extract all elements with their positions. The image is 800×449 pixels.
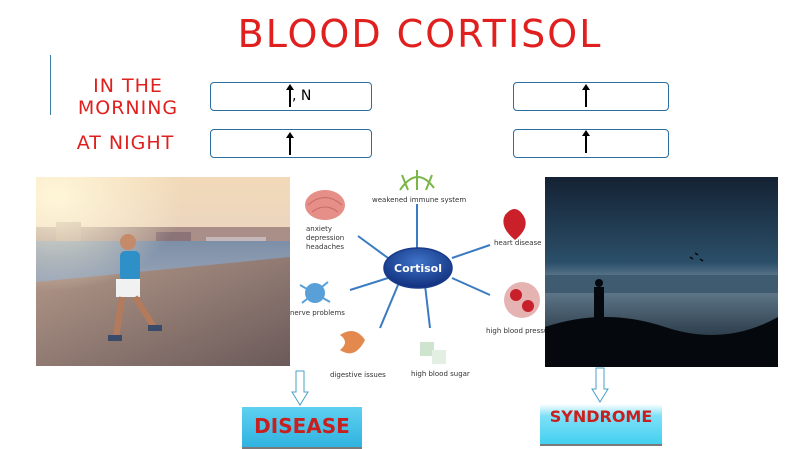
arrow-up-icon bbox=[582, 130, 590, 153]
morning-label: IN THE MORNING bbox=[77, 75, 179, 119]
down-arrow-icon bbox=[291, 370, 309, 406]
arrow-up-icon bbox=[286, 132, 294, 155]
runner-photo bbox=[36, 177, 290, 366]
night-right-box bbox=[513, 129, 669, 158]
arrow-up-icon bbox=[582, 84, 590, 107]
man-silhouette-photo bbox=[545, 177, 778, 367]
night-label: AT NIGHT bbox=[76, 132, 175, 154]
morning-left-value: , N bbox=[292, 88, 312, 104]
heart-label: heart disease bbox=[494, 239, 542, 247]
morning-right-box bbox=[513, 82, 669, 111]
nerve-label: nerve problems bbox=[290, 309, 345, 317]
morning-left-box: , N bbox=[210, 82, 372, 111]
down-arrow-icon bbox=[591, 367, 609, 403]
immune-icon bbox=[399, 170, 435, 191]
page-title: BLOOD CORTISOL bbox=[237, 12, 603, 56]
accent-line bbox=[50, 55, 51, 115]
brain-label: anxiety depression headaches bbox=[306, 225, 345, 251]
syndrome-banner: SYNDROME bbox=[540, 404, 662, 446]
sugar-label: high blood sugar bbox=[411, 370, 470, 378]
digestive-label: digestive issues bbox=[330, 371, 386, 379]
cortisol-diagram: Cortisol weakened immune system anxiety … bbox=[290, 160, 555, 385]
bp-label: high blood pressure bbox=[486, 327, 556, 335]
disease-banner: DISEASE bbox=[242, 407, 362, 449]
cortisol-center-label: Cortisol bbox=[394, 262, 442, 275]
arrow-up-icon bbox=[286, 84, 294, 107]
night-left-box bbox=[210, 129, 372, 158]
immune-label: weakened immune system bbox=[372, 196, 467, 204]
